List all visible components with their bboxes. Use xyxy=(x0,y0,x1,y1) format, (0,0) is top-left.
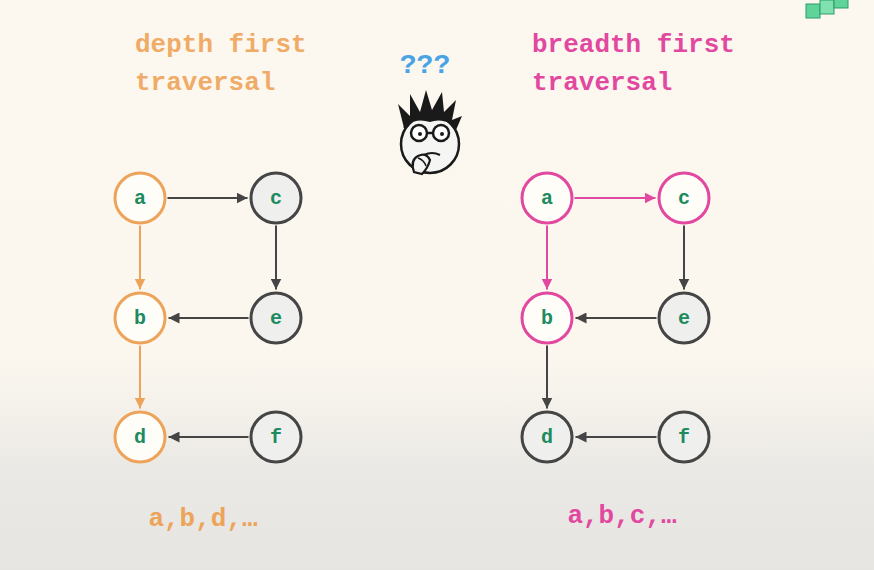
graph-node: e xyxy=(657,291,711,345)
graph-node: f xyxy=(657,410,711,464)
node-letter: f xyxy=(270,426,282,449)
graph-node: e xyxy=(249,291,303,345)
graph-heading: breadth first traversal xyxy=(532,26,760,102)
graph-node: d xyxy=(113,410,167,464)
graph-node: a xyxy=(520,171,574,225)
graph-heading: depth first traversal xyxy=(135,26,335,102)
graph-edge xyxy=(169,436,249,438)
node-letter: d xyxy=(134,426,146,449)
graph-node: b xyxy=(113,291,167,345)
node-letter: b xyxy=(541,307,553,330)
traversal-order: a,b,c,… xyxy=(522,499,722,533)
graph-edge xyxy=(139,226,141,290)
graph-edge xyxy=(546,346,548,409)
graph-edge xyxy=(576,436,657,438)
graph-edge xyxy=(168,197,248,199)
traversal-order: a,b,d,… xyxy=(103,502,303,536)
graph-node: d xyxy=(520,410,574,464)
graph-node: f xyxy=(249,410,303,464)
node-letter: a xyxy=(541,187,553,210)
node-letter: f xyxy=(678,426,690,449)
graph-edge xyxy=(546,226,548,290)
graph-edge xyxy=(575,197,656,199)
graph-edge xyxy=(576,317,657,319)
graph-node: a xyxy=(113,171,167,225)
node-letter: c xyxy=(678,187,690,210)
graph-edge xyxy=(139,346,141,409)
node-letter: a xyxy=(134,187,146,210)
graph-edge xyxy=(169,317,249,319)
thinking-face xyxy=(398,90,462,174)
graph-node: c xyxy=(249,171,303,225)
question-marks: ??? xyxy=(365,48,485,84)
node-letter: b xyxy=(134,307,146,330)
graph-node: c xyxy=(657,171,711,225)
node-letter: e xyxy=(678,307,690,330)
graph-edge xyxy=(275,226,277,290)
graph-node: b xyxy=(520,291,574,345)
node-letter: e xyxy=(270,307,282,330)
node-letter: d xyxy=(541,426,553,449)
graph-edge xyxy=(683,226,685,290)
logo-icon xyxy=(806,0,848,18)
node-letter: c xyxy=(270,187,282,210)
